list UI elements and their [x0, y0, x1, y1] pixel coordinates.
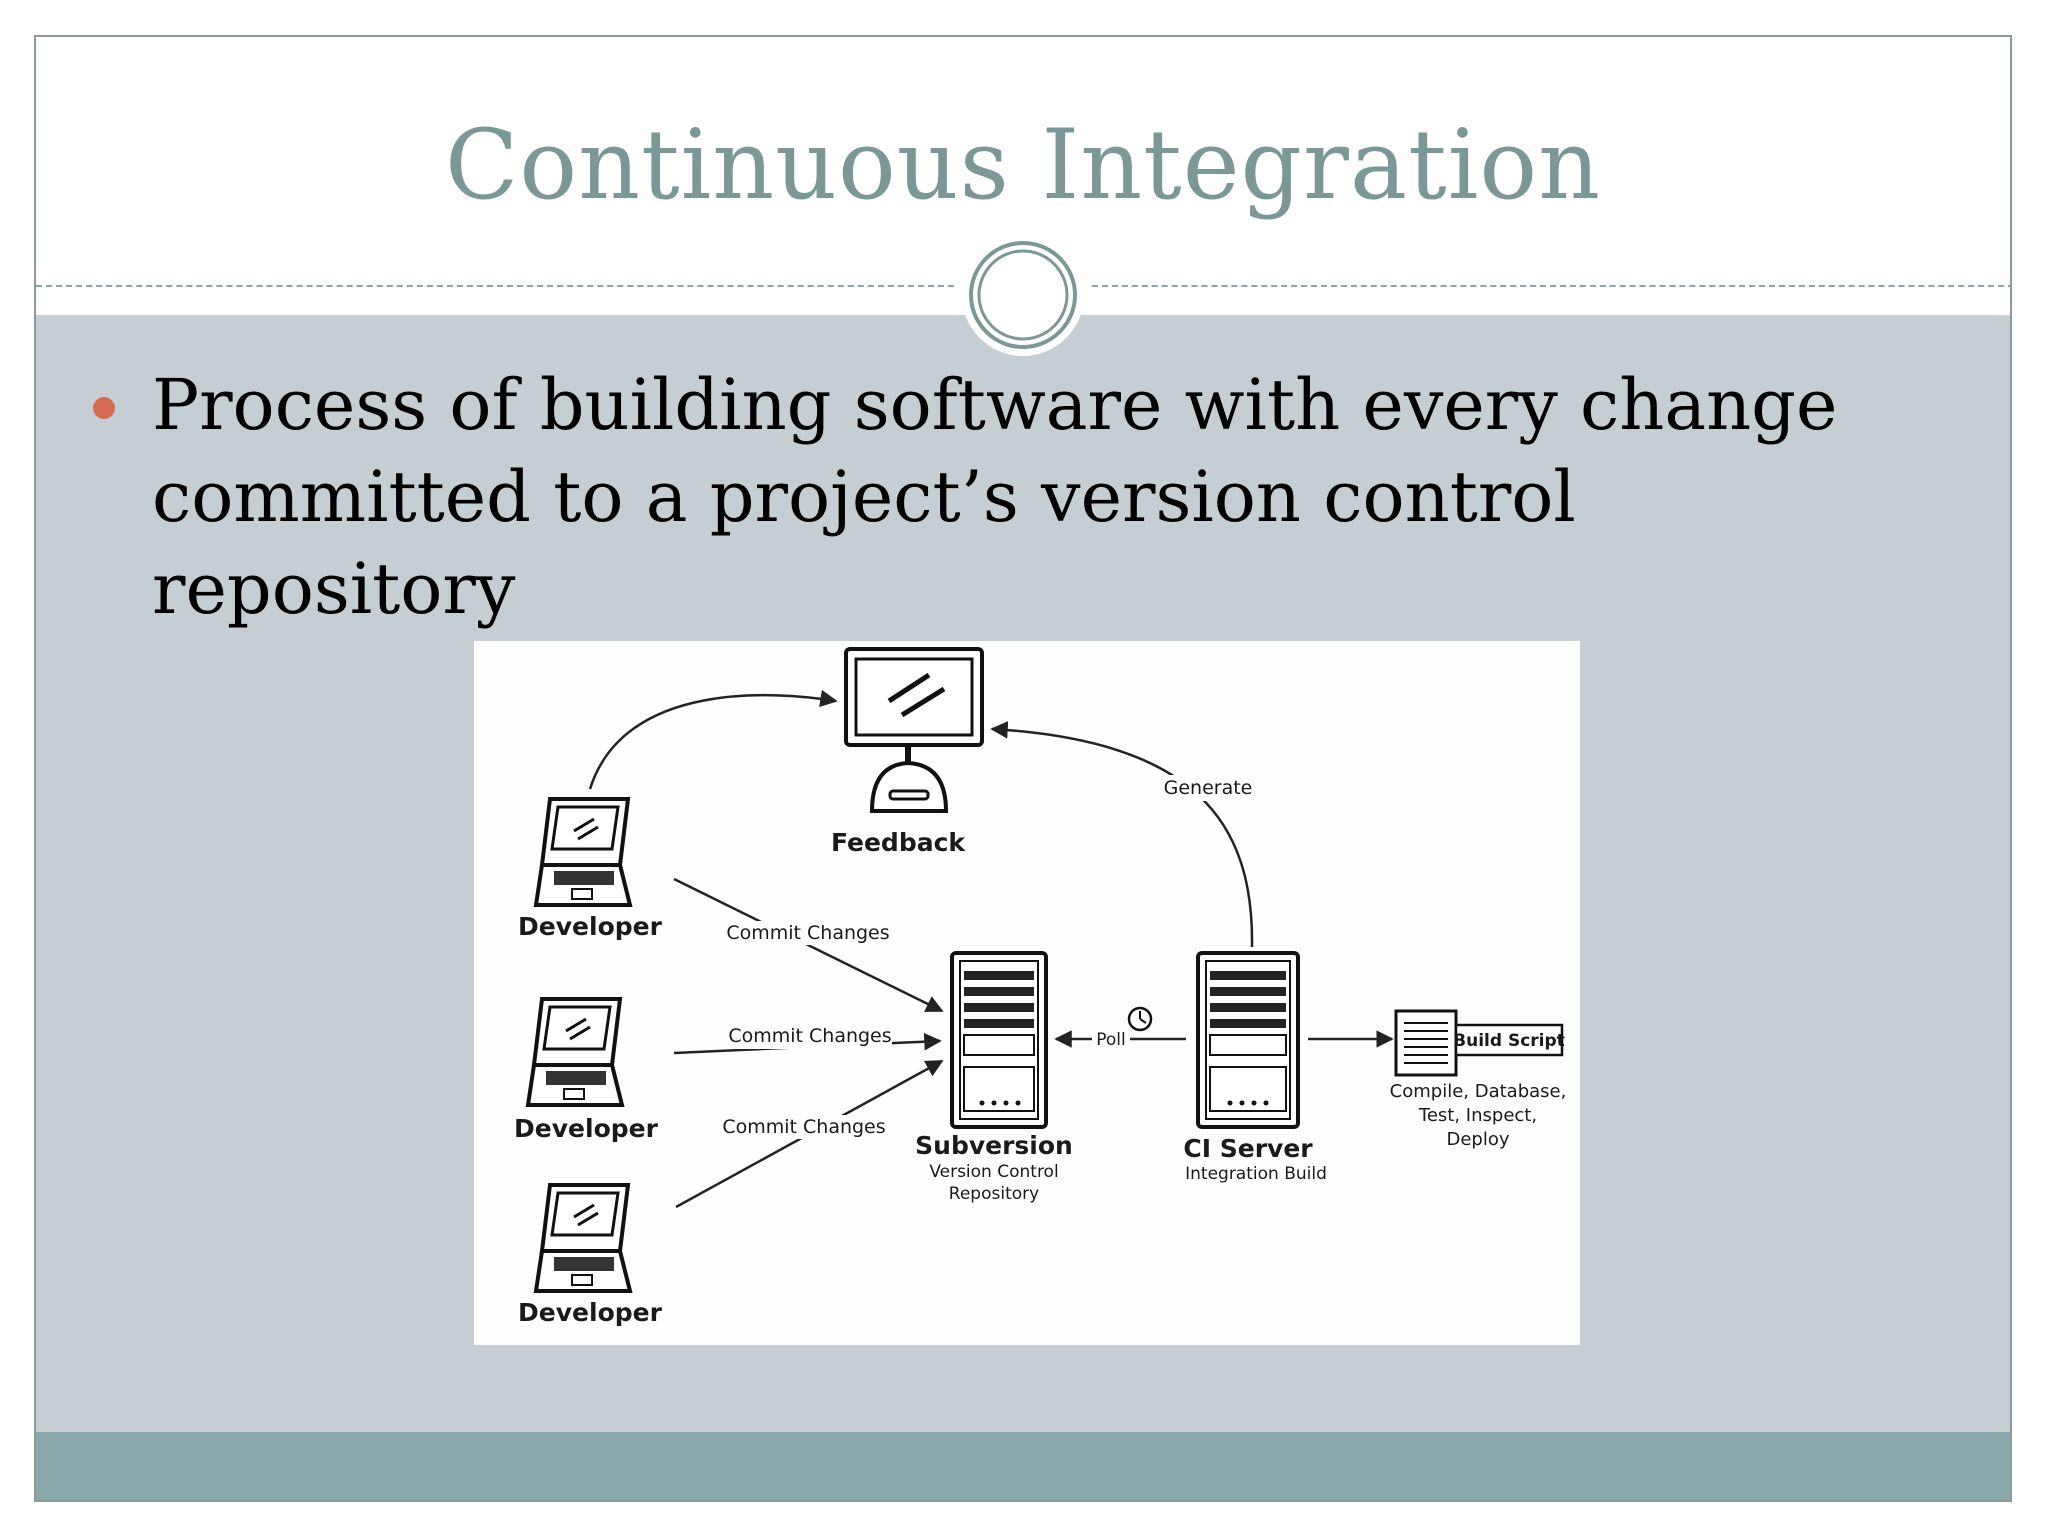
ci-server-icon [1196, 951, 1300, 1129]
slide-title: Continuous Integration [444, 109, 1602, 221]
subversion-label: Subversion [915, 1131, 1073, 1160]
build-script-document-icon [1394, 1009, 1458, 1077]
ci-diagram: Feedback Developer Developer [474, 641, 1580, 1345]
ci-server-sub-label: Integration Build [1185, 1164, 1327, 1184]
build-steps-line-1: Compile, Database, [1390, 1081, 1567, 1102]
feedback-arrow [588, 689, 838, 790]
commit-label-1: Commit Changes [726, 922, 889, 944]
header-divider-right [1092, 285, 2010, 287]
bullet-text: Process of building software with every … [152, 364, 1838, 630]
build-steps-line-2: Test, Inspect, [1418, 1105, 1537, 1126]
subversion-server-icon [950, 951, 1048, 1129]
feedback-monitor-icon [844, 647, 984, 813]
header-divider-left [36, 285, 954, 287]
commit-label-3: Commit Changes [722, 1116, 885, 1138]
subversion-sub-label-1: Version Control [929, 1162, 1058, 1182]
poll-label: Poll [1096, 1030, 1126, 1050]
ring-ornament-icon [962, 234, 1084, 356]
build-script-label: Build Script [1453, 1031, 1565, 1051]
feedback-label: Feedback [831, 828, 966, 857]
developer-label-1: Developer [518, 912, 663, 941]
generate-arrow [990, 721, 1254, 948]
developer-laptop-icon [533, 797, 633, 907]
ci-server-label: CI Server [1183, 1134, 1313, 1163]
subversion-sub-label-2: Repository [949, 1184, 1039, 1204]
developer-laptop-icon [525, 997, 625, 1107]
developer-label-3: Developer [518, 1298, 663, 1327]
developer-label-2: Developer [514, 1114, 659, 1143]
slide-frame: Continuous Integration Process of buildi… [34, 35, 2012, 1502]
build-steps-line-3: Deploy [1446, 1129, 1509, 1150]
commit-label-2: Commit Changes [728, 1025, 891, 1047]
bullet-icon [93, 397, 115, 419]
generate-label: Generate [1164, 777, 1253, 799]
footer-band [36, 1432, 2010, 1500]
clock-icon [1127, 1006, 1153, 1032]
developer-laptop-icon [533, 1183, 633, 1293]
